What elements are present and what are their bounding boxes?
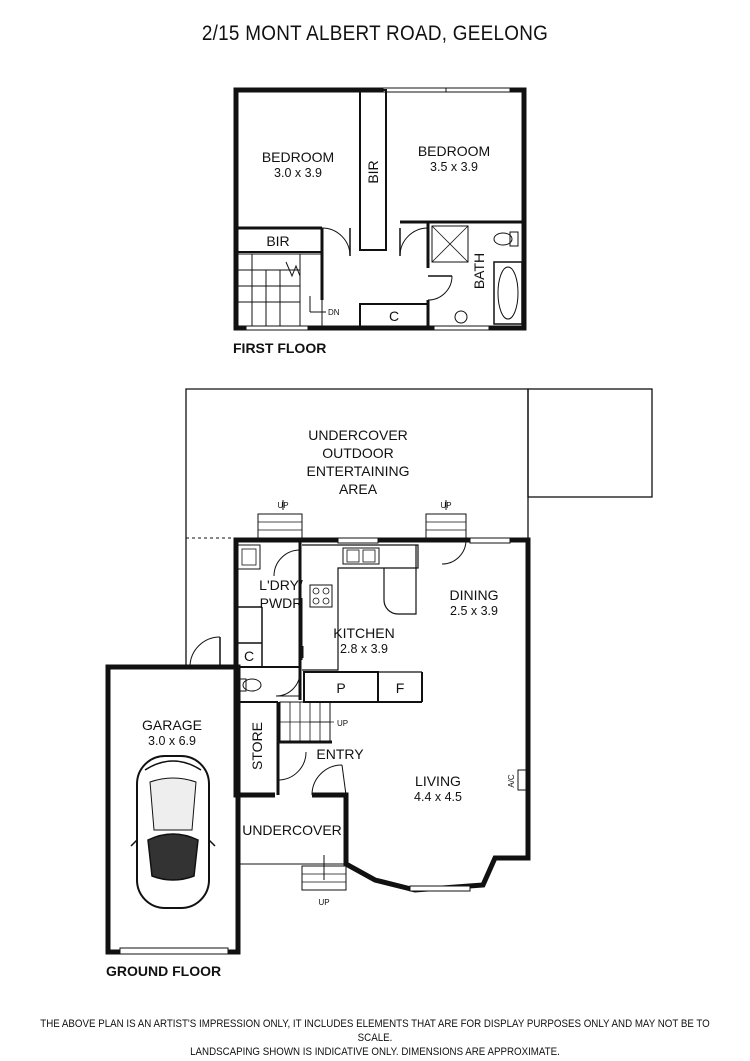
garage-dimensions: 3.0 x 6.9 [148,734,196,748]
kitchen-dimensions: 2.8 x 3.9 [340,642,388,656]
first-floor-cupboard-label: C [389,308,399,324]
first-floor-title: FIRST FLOOR [233,340,326,356]
garage-label: GARAGE [142,717,202,733]
bir-horizontal-label: BIR [266,233,289,249]
outdoor-area-line-4: AREA [339,481,378,497]
outdoor-steps-up-right-label: UP [440,501,451,510]
stairs-up-label: UP [337,719,348,728]
pantry-label: P [336,680,345,696]
living-dimensions: 4.4 x 4.5 [414,790,462,804]
undercover-label: UNDERCOVER [242,822,342,838]
outdoor-area-line-3: ENTERTAINING [307,463,410,479]
ground-floor-title: GROUND FLOOR [106,963,221,979]
ground-floor-cupboard-label: C [244,648,254,664]
dining-label: DINING [450,587,499,603]
bedroom-1-dimensions: 3.0 x 3.9 [274,166,322,180]
outdoor-steps-up-left-label: UP [277,501,288,510]
entry-label: ENTRY [316,746,364,762]
plan-title: 2/15 MONT ALBERT ROAD, GEELONG [201,22,549,45]
car-icon [130,755,216,909]
stairs-down-label: DN [328,308,340,317]
disclaimer-line-2: LANDSCAPING SHOWN IS INDICATIVE ONLY. DI… [190,1046,560,1058]
disclaimer: THE ABOVE PLAN IS AN ARTIST'S IMPRESSION… [30,1017,720,1059]
undercover-steps-up-label: UP [318,898,329,907]
bedroom-2-dimensions: 3.5 x 3.9 [430,160,478,174]
bedroom-1-label: BEDROOM [262,149,334,165]
laundry-label-line-1: L'DRY/ [259,577,303,593]
fridge-label: F [396,680,405,696]
disclaimer-line-1: THE ABOVE PLAN IS AN ARTIST'S IMPRESSION… [40,1018,710,1044]
outdoor-area-line-1: UNDERCOVER [308,427,408,443]
living-label: LIVING [415,773,461,789]
ac-label: A/C [507,774,516,788]
kitchen-label: KITCHEN [333,625,394,641]
bir-vertical-label: BIR [365,160,381,183]
store-label: STORE [249,722,265,770]
dining-dimensions: 2.5 x 3.9 [450,604,498,618]
laundry-label-line-2: PWDR [260,595,303,611]
first-floor-plan [233,87,527,331]
bedroom-2-label: BEDROOM [418,143,490,159]
ground-floor-plan [105,388,653,955]
outdoor-area-line-2: OUTDOOR [322,445,394,461]
bath-label: BATH [471,253,487,289]
